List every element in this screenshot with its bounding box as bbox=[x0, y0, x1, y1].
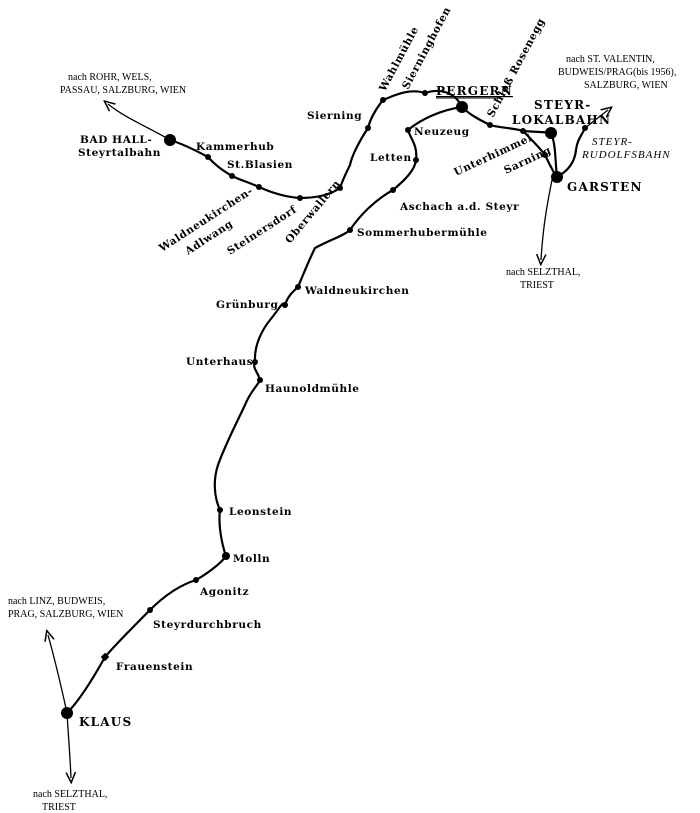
station-dot-steinersdorf bbox=[297, 195, 303, 201]
station-dot-waldneukirchen-adlwang bbox=[256, 184, 262, 190]
label-sommerhubermuehle: Sommerhubermühle bbox=[357, 227, 488, 239]
label-leonstein: Leonstein bbox=[229, 506, 292, 518]
dest-klaus-north-1: nach LINZ, BUDWEIS, bbox=[8, 596, 105, 607]
station-dot-unterhimmel bbox=[520, 128, 526, 134]
station-dot-agonitz bbox=[193, 577, 199, 583]
label-steyrdurchbruch: Steyrdurchbruch bbox=[153, 619, 262, 631]
label-kammerhub: Kammerhub bbox=[196, 141, 274, 153]
klaus-south-arrow bbox=[67, 712, 71, 778]
steyrtalbahn-main-line bbox=[65, 105, 464, 715]
station-dot-haunoldmuehle bbox=[257, 377, 263, 383]
label-rudolfsbahn-1: STEYR- bbox=[592, 136, 633, 148]
station-dot-bad-hall bbox=[164, 134, 176, 146]
station-dot-garsten bbox=[551, 171, 563, 183]
dest-garsten-1: nach SELZTHAL, bbox=[506, 267, 580, 278]
station-dot-leonstein bbox=[217, 507, 223, 513]
station-dot-gruenburg bbox=[282, 302, 288, 308]
label-bad-hall-2: Steyrtalbahn bbox=[78, 147, 161, 159]
station-dot-steyrdurchbruch bbox=[147, 607, 153, 613]
station-dot-sarning bbox=[542, 152, 548, 158]
station-dot-sommerhubermuehle bbox=[347, 227, 353, 233]
dest-bad-hall-2: PASSAU, SALZBURG, WIEN bbox=[60, 85, 186, 96]
label-neuzeug: Neuzeug bbox=[414, 126, 470, 138]
dest-garsten-2: TRIEST bbox=[520, 280, 554, 291]
station-dot-molln bbox=[222, 552, 230, 560]
dest-steyr-3: SALZBURG, WIEN bbox=[584, 80, 668, 91]
station-dot-steyr-lokalbahn bbox=[545, 127, 557, 139]
garsten-south-arrow bbox=[541, 179, 553, 260]
station-dot-aschach bbox=[390, 187, 396, 193]
station-dot-sierning bbox=[365, 125, 371, 131]
station-dot-neuzeug bbox=[405, 127, 411, 133]
dest-steyr-1: nach ST. VALENTIN, bbox=[566, 54, 655, 65]
station-dot-klaus bbox=[61, 707, 73, 719]
bad-hall-arrow bbox=[108, 104, 171, 141]
label-unterhimmel: Unterhimmel bbox=[452, 132, 534, 179]
label-garsten: GARSTEN bbox=[567, 180, 643, 194]
label-frauenstein: Frauenstein bbox=[116, 661, 193, 673]
label-molln: Molln bbox=[233, 553, 270, 565]
station-dot-rudolfsbahn bbox=[582, 125, 588, 131]
label-steyr-lokalbahn-1: STEYR- bbox=[534, 98, 591, 112]
label-gruenburg: Grünburg bbox=[216, 299, 278, 311]
label-agonitz: Agonitz bbox=[199, 586, 249, 598]
station-dot-letten bbox=[413, 157, 419, 163]
label-aschach: Aschach a.d. Steyr bbox=[399, 201, 519, 213]
dest-klaus-south-2: TRIEST bbox=[42, 802, 76, 813]
dest-steyr-2: BUDWEIS/PRAG(bis 1956), bbox=[558, 67, 676, 78]
rudolfsbahn-north-arrow bbox=[584, 110, 608, 129]
klaus-north-arrow bbox=[48, 635, 68, 714]
station-dot-schloss-rosenegg bbox=[487, 122, 493, 128]
station-dot-st-blasien bbox=[229, 173, 235, 179]
station-dot-waldneukirchen bbox=[295, 284, 301, 290]
label-haunoldmuehle: Haunoldmühle bbox=[265, 383, 360, 395]
station-dot-kammerhub bbox=[205, 154, 211, 160]
label-steyr-lokalbahn-2: LOKALBAHN bbox=[512, 113, 611, 127]
label-klaus: KLAUS bbox=[79, 715, 132, 729]
dest-klaus-north-2: PRAG, SALZBURG, WIEN bbox=[8, 609, 123, 620]
station-dot-pergern bbox=[456, 101, 468, 113]
label-letten: Letten bbox=[370, 152, 412, 164]
station-dot-wahlmuehle bbox=[380, 97, 386, 103]
dest-bad-hall-1: nach ROHR, WELS, bbox=[68, 72, 152, 83]
rudolfsbahn-north bbox=[555, 126, 587, 179]
label-waldneukirchen: Waldneukirchen bbox=[304, 285, 410, 297]
label-rudolfsbahn-2: RUDOLFSBAHN bbox=[581, 149, 671, 161]
label-sierning: Sierning bbox=[307, 110, 362, 122]
label-bad-hall-1: BAD HALL- bbox=[80, 134, 152, 146]
dest-klaus-south-1: nach SELZTHAL, bbox=[33, 789, 107, 800]
label-st-blasien: St.Blasien bbox=[227, 159, 293, 171]
station-dot-oberwallern bbox=[337, 185, 343, 191]
label-pergern: PERGERN bbox=[436, 84, 513, 98]
station-dot-unterhaus bbox=[252, 359, 258, 365]
station-dot-sierninghofen bbox=[422, 90, 428, 96]
label-unterhaus: Unterhaus bbox=[186, 356, 253, 368]
